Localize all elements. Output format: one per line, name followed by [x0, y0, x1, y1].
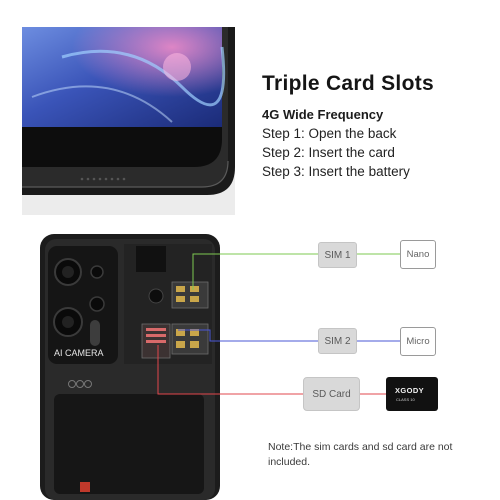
step-2-text: Step 2: Insert the card: [262, 145, 395, 160]
phone-back-photo: AI CAMERA: [40, 234, 250, 500]
sd-card-brand: XGODY: [395, 386, 425, 395]
micro-size-box: Micro: [400, 327, 436, 356]
frequency-subtitle: 4G Wide Frequency: [262, 107, 384, 122]
phone-closeup-photo: [22, 27, 235, 215]
sim2-label: SIM 2: [318, 328, 357, 354]
flash-icon: [90, 320, 100, 346]
sd-card-class: CLASS 10: [396, 397, 415, 402]
sim2-slot: [171, 323, 209, 355]
sim1-label: SIM 1: [318, 242, 357, 268]
page-title: Triple Card Slots: [262, 72, 434, 95]
sd-card-image: XGODY CLASS 10: [386, 377, 438, 411]
step-1-text: Step 1: Open the back: [262, 126, 397, 141]
nano-size-box: Nano: [400, 240, 436, 269]
sim1-slot: [171, 281, 209, 309]
disclaimer-note: Note:The sim cards and sd card are not i…: [268, 441, 453, 468]
step-3-text: Step 3: Insert the battery: [262, 164, 410, 179]
battery-compartment: [54, 394, 204, 494]
sd-card-label: SD Card: [303, 377, 360, 411]
camera-label: AI CAMERA: [54, 348, 104, 358]
